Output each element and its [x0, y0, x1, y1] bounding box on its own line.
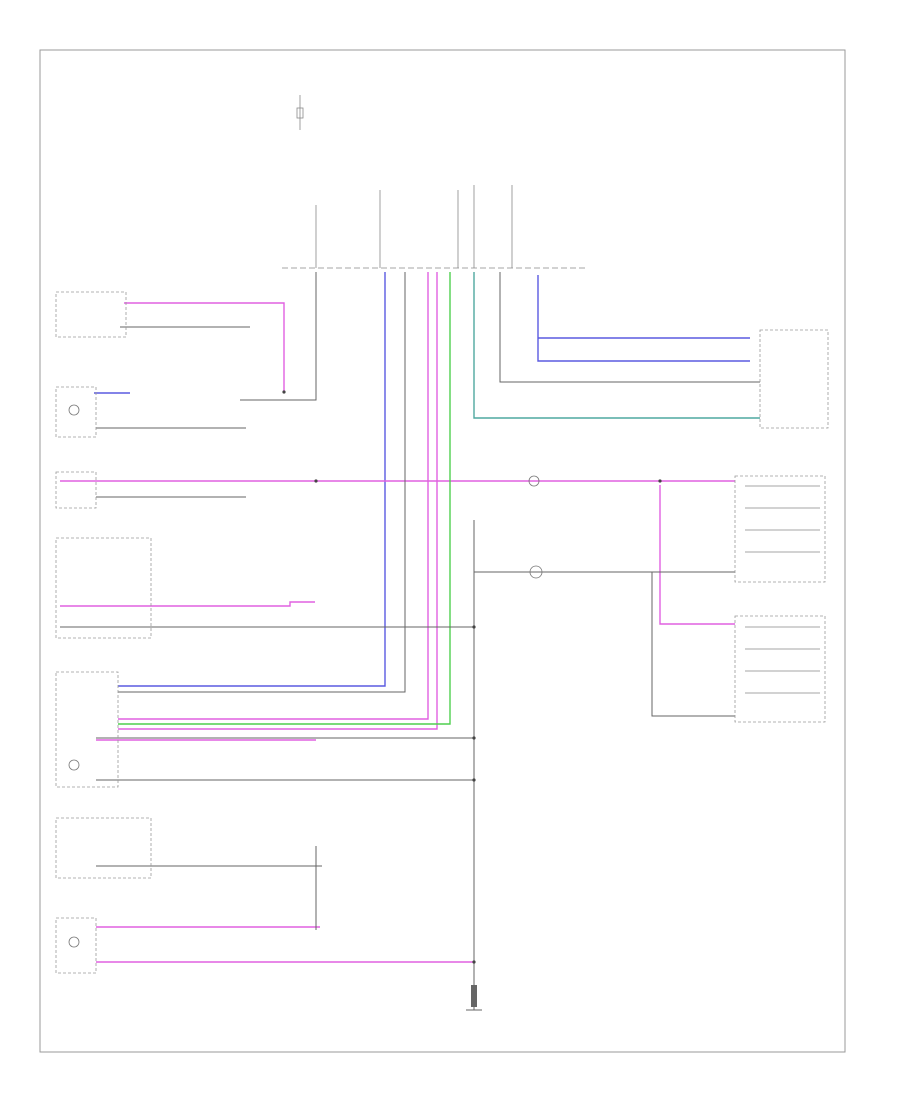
- headlamp-switch-box: [55, 671, 119, 788]
- hazard-switch-box: [55, 537, 152, 639]
- instrument-cluster-box: [759, 329, 829, 429]
- right-steering-wheel-switch-box: [734, 615, 826, 723]
- cruise-switch-box: [55, 817, 152, 879]
- diagram-frame: [39, 49, 846, 1053]
- fuse-icon: [296, 95, 304, 130]
- pink-wires: [60, 272, 735, 963]
- switch-contact-icons: [745, 485, 820, 694]
- teal-wire: [473, 272, 760, 419]
- radio-switch-box: [55, 917, 97, 974]
- left-steering-wheel-switch-box: [734, 475, 826, 583]
- clock-box: [55, 386, 97, 438]
- rear-defrost-switch-box: [55, 291, 127, 338]
- blue-wires: [94, 272, 750, 687]
- module-pin-stubs: [315, 185, 513, 268]
- ground-symbol: [466, 985, 482, 1011]
- splice-dots: [282, 390, 662, 964]
- ground-wires: [60, 272, 760, 1010]
- fog-lamp-switch-box: [55, 471, 97, 509]
- green-wires: [118, 272, 451, 725]
- lamp-icon: [68, 404, 543, 948]
